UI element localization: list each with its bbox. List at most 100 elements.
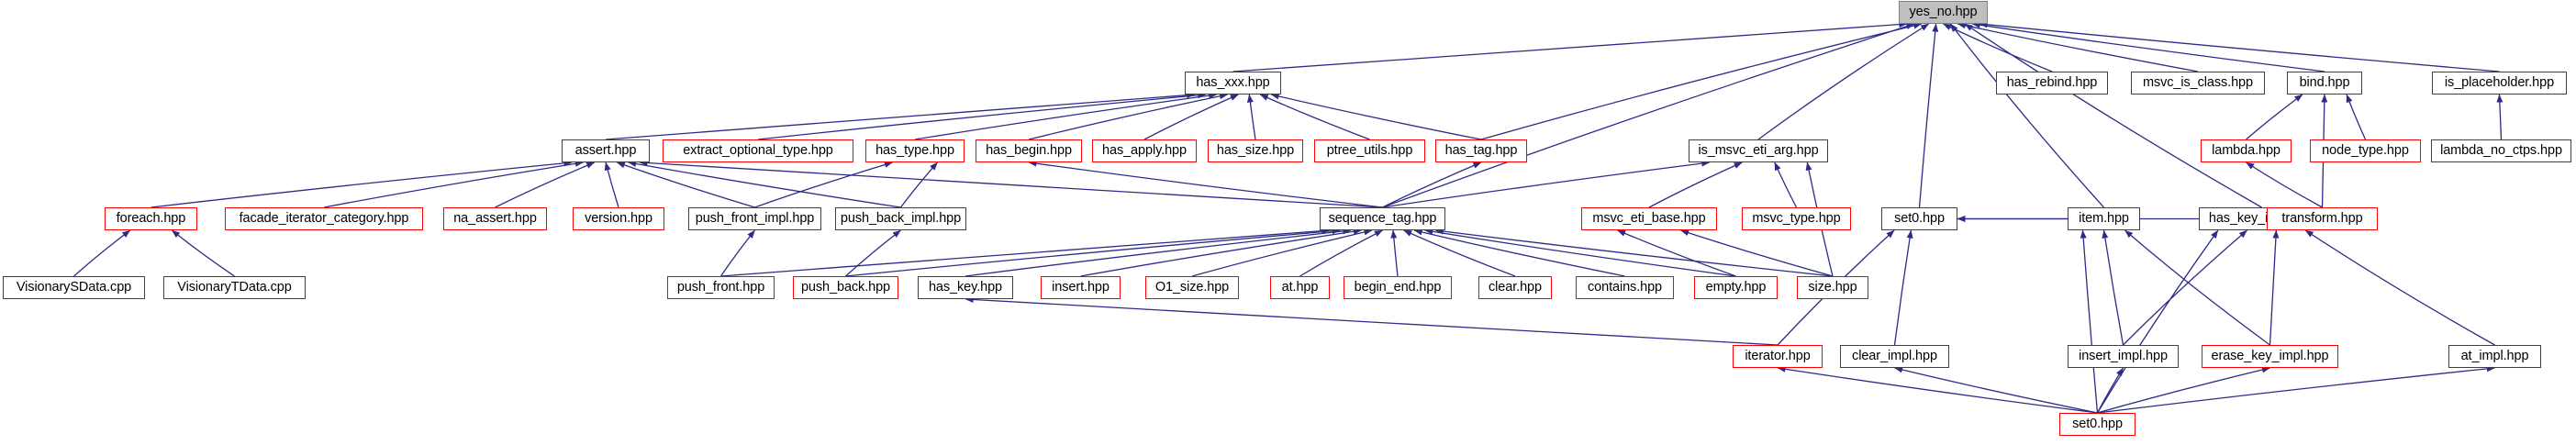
edge-has_apply-to-has_xxx — [1143, 94, 1239, 140]
edge-set0_leaf-to-iterator — [1777, 365, 2098, 414]
edge-msvc_type-to-is_msvc_eti_arg — [1774, 161, 1798, 208]
edge-has_begin-to-has_xxx — [1028, 93, 1228, 140]
graph-node-at_impl[interactable]: at_impl.hpp — [2448, 345, 2541, 368]
edge-erase_key_impl-to-has_key_impl — [2269, 229, 2280, 346]
graph-node-iterator[interactable]: iterator.hpp — [1733, 345, 1823, 368]
graph-node-begin_end[interactable]: begin_end.hpp — [1344, 276, 1452, 299]
graph-node-msvc_is_class[interactable]: msvc_is_class.hpp — [2131, 72, 2265, 95]
graph-node-size[interactable]: size.hpp — [1797, 276, 1868, 299]
graph-node-label: has_apply.hpp — [1102, 143, 1187, 159]
edge-msvc_eti_base-to-is_msvc_eti_arg — [1648, 161, 1743, 208]
edge-at-to-sequence_tag — [1299, 229, 1383, 277]
graph-node-label: lambda.hpp — [2212, 143, 2280, 159]
graph-node-label: bind.hpp — [2299, 75, 2350, 91]
graph-node-has_begin[interactable]: has_begin.hpp — [976, 139, 1082, 162]
edge-push_front-to-sequence_tag — [720, 228, 1331, 277]
edge-insert_impl-to-item — [2102, 229, 2124, 346]
graph-node-label: msvc_is_class.hpp — [2143, 75, 2253, 91]
edge-sequence_tag-to-yes_no — [1382, 23, 1915, 208]
edge-sequence_tag-to-assert — [639, 160, 1383, 208]
graph-node-has_size[interactable]: has_size.hpp — [1208, 139, 1303, 162]
graph-node-label: clear.hpp — [1489, 280, 1542, 295]
edge-lambda-to-bind — [2246, 94, 2303, 140]
graph-node-yes_no[interactable]: yes_no.hpp — [1899, 1, 1988, 24]
graph-node-node_type[interactable]: node_type.hpp — [2310, 139, 2421, 162]
graph-node-label: assert.hpp — [574, 143, 637, 159]
edge-begin_end-to-sequence_tag — [1390, 229, 1399, 277]
graph-node-is_msvc_eti_arg[interactable]: is_msvc_eti_arg.hpp — [1689, 139, 1828, 162]
graph-node-facade_iterator_category[interactable]: facade_iterator_category.hpp — [225, 207, 423, 230]
graph-node-push_front_impl[interactable]: push_front_impl.hpp — [688, 207, 821, 230]
edge-set0_tag-to-yes_no — [1918, 23, 1939, 208]
graph-node-push_back_impl[interactable]: push_back_impl.hpp — [835, 207, 966, 230]
edge-has_key_impl-to-yes_no — [1964, 23, 2262, 208]
graph-node-contains[interactable]: contains.hpp — [1576, 276, 1674, 299]
graph-node-has_rebind[interactable]: has_rebind.hpp — [1996, 72, 2108, 95]
graph-node-VisionarySData[interactable]: VisionarySData.cpp — [3, 276, 145, 299]
graph-node-na_assert[interactable]: na_assert.hpp — [443, 207, 547, 230]
graph-node-VisionaryTData[interactable]: VisionaryTData.cpp — [163, 276, 306, 299]
graph-node-has_apply[interactable]: has_apply.hpp — [1092, 139, 1197, 162]
graph-node-lambda_no_ctps[interactable]: lambda_no_ctps.hpp — [2431, 139, 2571, 162]
graph-node-extract_optional_type[interactable]: extract_optional_type.hpp — [663, 139, 853, 162]
graph-node-label: has_begin.hpp — [986, 143, 1072, 159]
graph-node-item[interactable]: item.hpp — [2068, 207, 2140, 230]
edge-set0_leaf-to-clear_impl — [1894, 366, 2098, 414]
graph-node-foreach[interactable]: foreach.hpp — [105, 207, 197, 230]
edge-has_key-to-sequence_tag — [965, 228, 1352, 277]
graph-node-label: erase_key_impl.hpp — [2211, 349, 2329, 364]
graph-node-O1_size[interactable]: O1_size.hpp — [1145, 276, 1239, 299]
graph-node-has_tag[interactable]: has_tag.hpp — [1435, 139, 1527, 162]
graph-node-msvc_eti_base[interactable]: msvc_eti_base.hpp — [1581, 207, 1717, 230]
graph-node-is_placeholder[interactable]: is_placeholder.hpp — [2432, 72, 2567, 95]
graph-node-push_back[interactable]: push_back.hpp — [793, 276, 898, 299]
edge-push_front_impl-to-assert — [616, 161, 755, 208]
edge-insert_impl-to-has_key_impl — [2123, 229, 2248, 346]
edge-has_xxx-to-yes_no — [1232, 21, 1908, 72]
edge-size-to-sequence_tag — [1434, 228, 1834, 277]
graph-node-at[interactable]: at.hpp — [1270, 276, 1330, 299]
graph-node-label: VisionarySData.cpp — [16, 280, 132, 295]
graph-node-clear_impl[interactable]: clear_impl.hpp — [1840, 345, 1949, 368]
graph-node-msvc_type[interactable]: msvc_type.hpp — [1742, 207, 1851, 230]
edge-sequence_tag-to-has_begin — [1028, 160, 1383, 208]
graph-node-assert[interactable]: assert.hpp — [562, 139, 650, 162]
edge-facade_iterator_category-to-assert — [323, 160, 584, 208]
graph-node-erase_key_impl[interactable]: erase_key_impl.hpp — [2202, 345, 2338, 368]
graph-node-version[interactable]: version.hpp — [573, 207, 664, 230]
edge-set0_leaf-to-has_key_impl — [2096, 229, 2219, 414]
graph-node-label: has_xxx.hpp — [1196, 75, 1270, 91]
graph-node-label: extract_optional_type.hpp — [683, 143, 833, 159]
graph-node-clear[interactable]: clear.hpp — [1478, 276, 1552, 299]
graph-node-label: foreach.hpp — [116, 211, 186, 227]
graph-node-label: sequence_tag.hpp — [1328, 211, 1437, 227]
graph-node-lambda[interactable]: lambda.hpp — [2201, 139, 2292, 162]
graph-node-label: has_rebind.hpp — [2006, 75, 2098, 91]
graph-node-transform[interactable]: transform.hpp — [2267, 207, 2378, 230]
edge-set0_leaf-to-insert_impl — [2096, 367, 2124, 414]
graph-node-empty[interactable]: empty.hpp — [1694, 276, 1778, 299]
graph-node-ptree_utils[interactable]: ptree_utils.hpp — [1314, 139, 1425, 162]
graph-node-push_front[interactable]: push_front.hpp — [667, 276, 775, 299]
edge-lambda_no_ctps-to-is_placeholder — [2496, 94, 2504, 140]
graph-node-bind[interactable]: bind.hpp — [2287, 72, 2362, 95]
graph-node-label: facade_iterator_category.hpp — [239, 211, 409, 227]
graph-node-label: VisionaryTData.cpp — [177, 280, 292, 295]
edge-is_msvc_eti_arg-to-yes_no — [1757, 23, 1930, 140]
graph-node-insert_impl[interactable]: insert_impl.hpp — [2068, 345, 2179, 368]
graph-node-has_key[interactable]: has_key.hpp — [918, 276, 1013, 299]
edge-node_type-to-bind — [2346, 94, 2367, 140]
graph-node-set0_leaf[interactable]: set0.hpp — [2059, 413, 2136, 436]
edge-transform-to-lambda — [2246, 161, 2323, 208]
graph-node-has_xxx[interactable]: has_xxx.hpp — [1185, 72, 1281, 95]
graph-node-has_type[interactable]: has_type.hpp — [865, 139, 965, 162]
graph-node-sequence_tag[interactable]: sequence_tag.hpp — [1320, 207, 1445, 230]
graph-node-insert[interactable]: insert.hpp — [1041, 276, 1121, 299]
graph-node-label: iterator.hpp — [1745, 349, 1811, 364]
edge-sequence_tag-to-has_tag — [1382, 161, 1482, 208]
edge-msvc_is_class-to-yes_no — [1957, 22, 2199, 72]
edge-insert-to-sequence_tag — [1080, 228, 1362, 277]
edge-assert-to-has_xxx — [605, 92, 1196, 140]
graph-node-set0_tag[interactable]: set0.hpp — [1881, 207, 1957, 230]
